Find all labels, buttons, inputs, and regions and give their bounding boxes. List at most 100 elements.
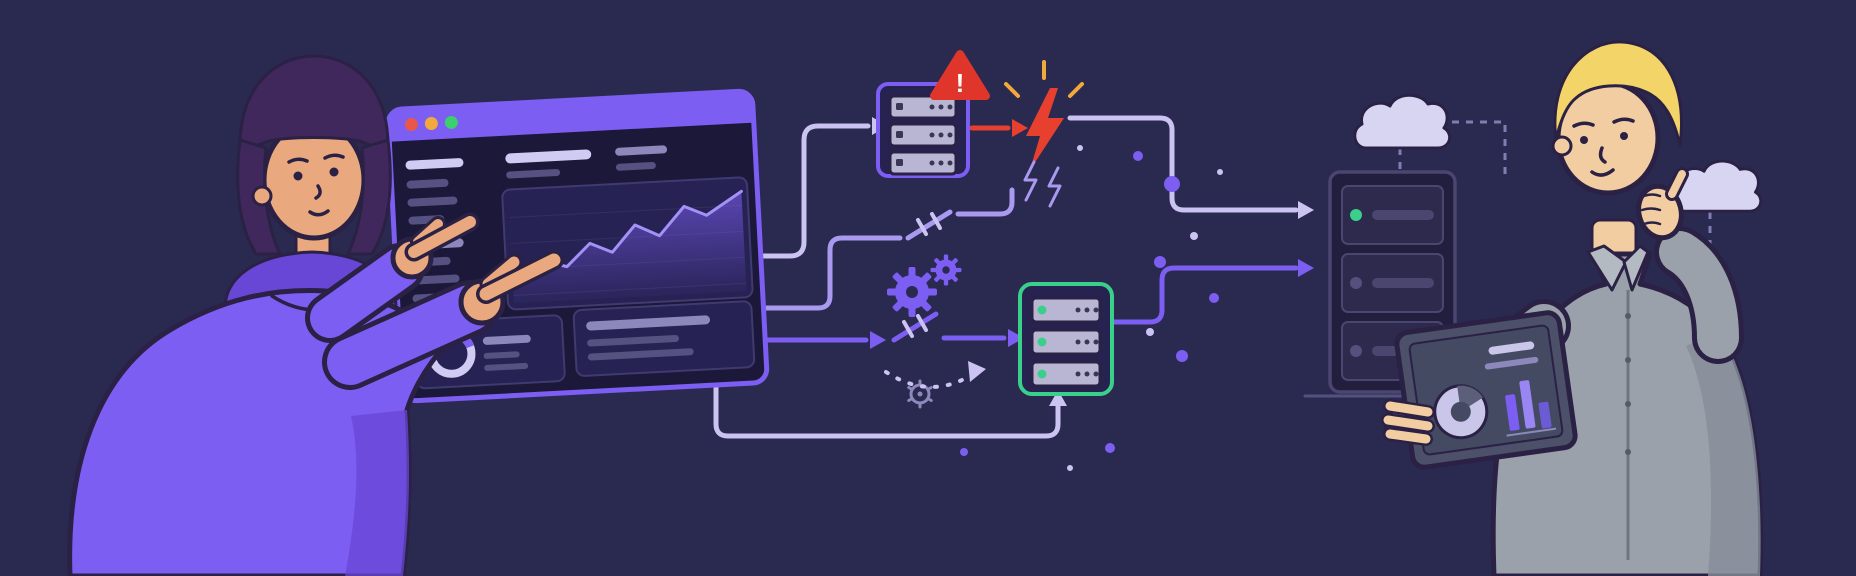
hoodie-shading (345, 410, 410, 576)
nose (1598, 146, 1607, 164)
button (1625, 449, 1631, 455)
eyebrow-left (287, 157, 309, 164)
dashed-link (1452, 120, 1507, 178)
grip-fingers (1381, 399, 1435, 446)
connector-broken (732, 235, 903, 311)
hand-on-chin (1636, 167, 1689, 241)
eyebrow-left (1572, 121, 1595, 128)
button (1625, 313, 1631, 319)
glitch-marks-icon (1023, 160, 1062, 208)
stat-card-text (572, 300, 756, 377)
shirt-shading (1686, 332, 1761, 576)
card-line (482, 334, 531, 345)
alert-glyph: ! (956, 68, 965, 98)
ear (251, 185, 273, 207)
content-header (505, 145, 668, 179)
eye-right (1620, 132, 1628, 140)
sidebar-line (407, 196, 458, 207)
ear (1551, 135, 1573, 157)
sleeve (327, 285, 493, 385)
woman-illustration (67, 54, 564, 576)
arrowhead (1298, 259, 1314, 277)
mouth (1590, 168, 1615, 177)
server-healthy-icon (1018, 282, 1114, 396)
traffic-light-red-icon (404, 118, 418, 132)
status-led-off (1350, 345, 1362, 357)
card-line (484, 362, 529, 371)
bar-baseline (1506, 427, 1557, 437)
button (1625, 401, 1631, 407)
header-line (505, 149, 592, 164)
server-unit (1030, 296, 1102, 324)
status-led-green (1037, 305, 1047, 315)
screen-line (1484, 356, 1539, 370)
connector-broken (955, 187, 1015, 217)
area-fill (512, 191, 747, 304)
lightning-bolt-icon (1004, 60, 1084, 170)
arrowhead (870, 331, 886, 349)
bar-chart (1505, 380, 1557, 437)
particle-dots (960, 145, 1223, 471)
sidebar-line (411, 274, 460, 285)
nose (314, 184, 322, 200)
traffic-light-green-icon (444, 115, 458, 129)
rack-unit (1341, 253, 1444, 313)
card-line (483, 351, 520, 359)
eye-right (329, 167, 339, 177)
open-switch-icon (905, 209, 953, 241)
hair (1553, 40, 1683, 148)
pointing-hand (390, 212, 480, 280)
header-line (506, 169, 561, 179)
spark-lines (1004, 60, 1084, 98)
server-unit (1030, 360, 1102, 388)
gear-outline-icon (907, 379, 933, 409)
sidebar-line (405, 158, 464, 170)
arrowhead (1049, 390, 1067, 406)
eyebrow-right (1612, 117, 1635, 124)
bar (1505, 394, 1520, 431)
server-unit (1030, 328, 1102, 356)
alert-triangle-icon: ! (930, 50, 990, 100)
eye-left (293, 171, 303, 181)
header-line (615, 145, 668, 156)
open-switch-icon (891, 311, 939, 343)
status-led-green (1037, 337, 1047, 347)
sleeve (1659, 231, 1739, 359)
tablet (1394, 310, 1578, 470)
status-led-off (1350, 277, 1362, 289)
connector-to-rack (1111, 265, 1299, 325)
sidebar-line (406, 178, 449, 189)
screen-line (1488, 341, 1535, 355)
server-unit (888, 150, 958, 176)
bar (1519, 380, 1536, 429)
card-line (587, 348, 694, 361)
arrowhead (1008, 329, 1024, 347)
pointing-hand (458, 250, 564, 326)
traffic-light-yellow-icon (424, 117, 438, 131)
cloud-icon (1353, 93, 1452, 150)
donut-chart (1433, 384, 1489, 440)
hair-side (346, 138, 392, 256)
card-line (587, 335, 679, 347)
dotted-arc (884, 370, 978, 389)
status-led-green (1350, 209, 1362, 221)
finger-curls (1640, 193, 1662, 226)
server-unit (888, 94, 958, 120)
area-chart-panel (501, 176, 754, 311)
gear-icon (930, 254, 962, 286)
server-unit (888, 122, 958, 148)
status-led-green (1037, 369, 1047, 379)
arrowhead (1298, 201, 1314, 219)
collar-right (1622, 244, 1650, 292)
eyebrow-right (323, 153, 345, 160)
window-titlebar (388, 91, 754, 142)
rack-unit (1341, 185, 1444, 245)
arrowhead (1012, 119, 1028, 137)
mouth (308, 209, 330, 217)
server-error-icon: ! (876, 50, 990, 178)
connector-bottom (713, 383, 1061, 439)
arrowhead (968, 361, 986, 382)
flow-diagram (713, 60, 1314, 471)
gear-icon (887, 267, 937, 317)
